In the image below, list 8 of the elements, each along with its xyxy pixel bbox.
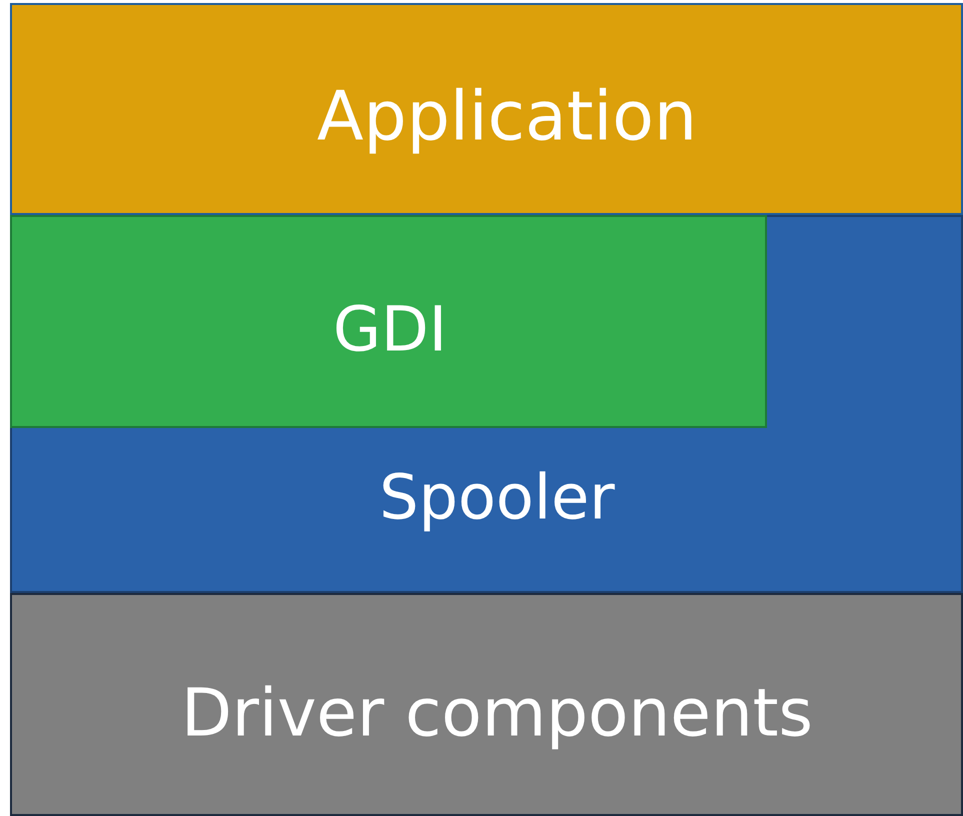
layer-label: GDI xyxy=(332,292,448,366)
layer-label: Application xyxy=(317,78,697,156)
layer-label: Driver components xyxy=(181,674,813,752)
layer-bar xyxy=(10,215,767,428)
layer-bar xyxy=(10,3,963,215)
layer-bar xyxy=(10,593,963,816)
layer-label: Spooler xyxy=(379,460,615,534)
layer-bar xyxy=(10,215,963,593)
